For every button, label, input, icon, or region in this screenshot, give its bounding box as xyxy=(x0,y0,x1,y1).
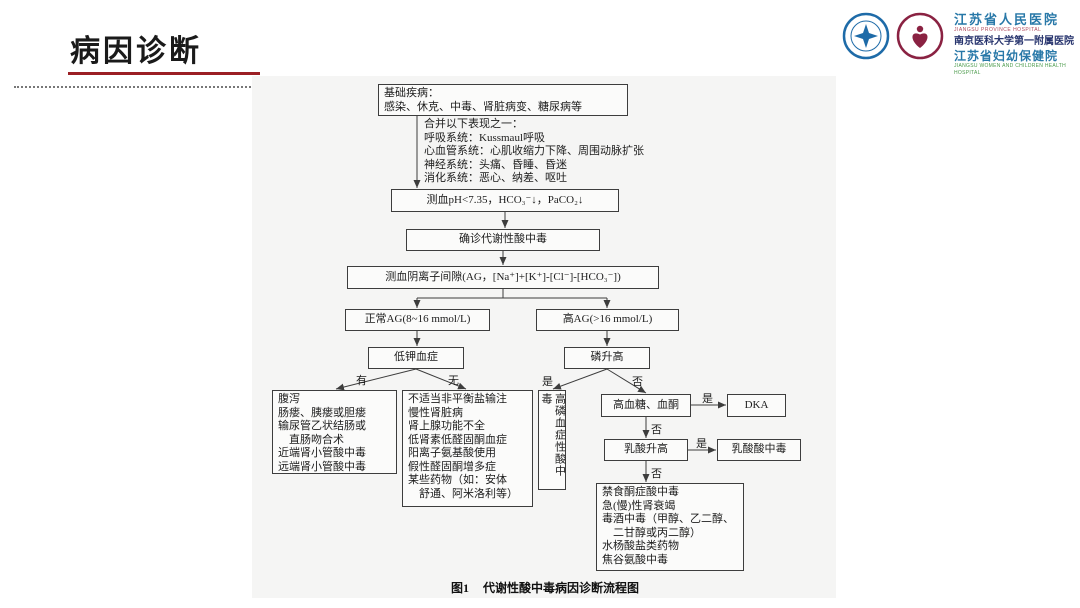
node-hypokalemia-yes-causes: 腹泻 肠瘘、胰瘘或胆瘘 输尿管乙状结肠或 直肠吻合术 近端肾小管酸中毒 远端肾小… xyxy=(272,390,397,474)
branch-label-none: 无 xyxy=(448,375,459,387)
branch-label-glucose-no: 否 xyxy=(651,424,662,436)
figure-caption-text: 代谢性酸中毒病因诊断流程图 xyxy=(483,581,640,595)
node-blood-test: 测血pH<7.35，HCO₃⁻↓，PaCO₂↓ xyxy=(391,189,619,212)
node-hypokalemia-no-causes: 不适当非平衡盐输注 慢性肾脏病 肾上腺功能不全 低肾素低醛固酮血症 阳离子氨基酸… xyxy=(402,390,533,507)
branch-label-dka-yes: 是 xyxy=(702,393,713,405)
branch-label-phosphate-yes: 是 xyxy=(542,376,553,388)
hospital-name-3-en: JIANGSU WOMEN AND CHILDREN HEALTH HOSPIT… xyxy=(954,63,1067,76)
node-confirm-diagnosis: 确诊代谢性酸中毒 xyxy=(406,229,600,251)
page-title: 病因诊断 xyxy=(70,35,202,68)
figure-caption-label: 图1 xyxy=(450,581,469,595)
node-dka: DKA xyxy=(727,394,786,417)
branch-label-lactate-no: 否 xyxy=(651,468,662,480)
hospital-logo-maroon-icon xyxy=(896,12,944,60)
node-lactate-high: 乳酸升高 xyxy=(604,439,688,461)
hospital-name-2: 南京医科大学第一附属医院 xyxy=(954,36,1074,47)
node-hyperglycemia-ketone: 高血糖、血酮 xyxy=(601,394,691,417)
node-phosphate-high: 磷升高 xyxy=(564,347,650,369)
title-underline xyxy=(68,72,260,75)
node-anion-gap: 测血阴离子间隙(AG，[Na⁺]+[K⁺]-[Cl⁻]-[HCO₃⁻]) xyxy=(347,266,659,289)
node-lactic-acidosis: 乳酸酸中毒 xyxy=(717,439,801,461)
branch-label-phosphate-no: 否 xyxy=(632,376,643,388)
figure-caption: 图1 代谢性酸中毒病因诊断流程图 xyxy=(300,579,790,596)
node-hyperphosphatemia-acidosis: 高磷血症性酸中毒 xyxy=(538,390,566,490)
node-high-ag-other-causes: 禁食酮症酸中毒 急(慢)性肾衰竭 毒酒中毒（甲醇、乙二醇、 二甘醇或丙二醇） 水… xyxy=(596,483,744,571)
branch-label-lactate-yes: 是 xyxy=(696,438,707,450)
text-manifestations: 合并以下表现之一： 呼吸系统：Kussmaul呼吸 心血管系统：心肌收缩力下降、… xyxy=(424,118,644,184)
hospital-logo-blue-icon xyxy=(842,12,890,60)
hospital-name-1: 江苏省人民医院 xyxy=(954,12,1060,27)
hospital-name-1-en: JIANGSU PROVINCE HOSPITAL xyxy=(954,27,1042,33)
node-high-ag: 高AG(>16 mmol/L) xyxy=(536,309,679,331)
node-basic-disease: 基础疾病： 感染、休克、中毒、肾脏病变、糖尿病等 xyxy=(378,84,628,116)
logo-area: 江苏省人民医院 JIANGSU PROVINCE HOSPITAL 南京医科大学… xyxy=(842,12,1080,77)
node-normal-ag: 正常AG(8~16 mmol/L) xyxy=(345,309,490,331)
branch-label-has: 有 xyxy=(356,375,367,387)
node-hypokalemia: 低钾血症 xyxy=(368,347,464,369)
hospital-name-3: 江苏省妇幼保健院 xyxy=(954,49,1059,63)
hospital-names: 江苏省人民医院 JIANGSU PROVINCE HOSPITAL 南京医科大学… xyxy=(954,12,1080,77)
